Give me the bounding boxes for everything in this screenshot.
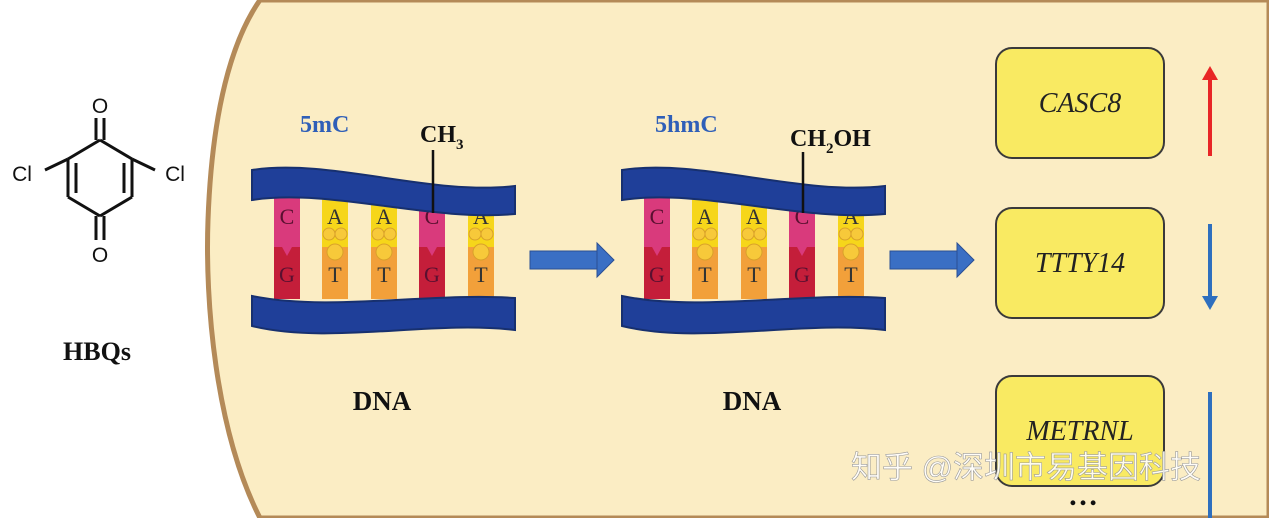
hbond-dot: [838, 227, 852, 241]
cg-junction: [646, 236, 668, 256]
hbond-dot: [692, 227, 706, 241]
base-label-top: A: [746, 204, 762, 229]
gene-box: [995, 375, 1165, 487]
watermark: 知乎 @深圳市易基因科技: [851, 450, 1201, 485]
gene-name: CASC8: [1039, 88, 1121, 119]
up-arrow-icon: [1202, 66, 1218, 156]
hbond-dot: [753, 227, 767, 241]
hbond-dot: [696, 243, 714, 261]
base-pair: CG: [789, 195, 815, 299]
hbond-dot: [326, 243, 344, 261]
base-label-bottom: T: [844, 262, 858, 287]
base-label-bottom: T: [328, 262, 342, 287]
base-label-top: A: [376, 204, 392, 229]
gene-box: [995, 207, 1165, 319]
ellipsis: …: [1068, 479, 1098, 512]
hbond-dot: [334, 227, 348, 241]
dna-caption-left: DNA: [353, 386, 412, 416]
dna-strand-bottom: [251, 294, 516, 335]
dna-strand-top: [621, 166, 886, 217]
base-label-bottom: T: [474, 262, 488, 287]
base-label-bottom: G: [794, 262, 810, 287]
down-arrow-icon: [1202, 224, 1218, 310]
base-pair: AT: [322, 195, 348, 299]
hbond-dot: [472, 243, 490, 261]
base-label-top: A: [327, 204, 343, 229]
cg-junction: [276, 236, 298, 256]
base-pair: AT: [741, 195, 767, 299]
base-pair: AT: [371, 195, 397, 299]
mark-label-5mc: 5mC: [300, 112, 349, 138]
base-label-bottom: T: [747, 262, 761, 287]
hbond-dot: [375, 243, 393, 261]
hbond-dot: [741, 227, 755, 241]
dna-strand-top: [251, 166, 516, 217]
process-arrow-2: [889, 241, 975, 279]
gene-name: METRNL: [1025, 416, 1133, 447]
base-label-bottom: G: [279, 262, 295, 287]
cg-junction: [791, 236, 813, 256]
chlorine-right: Cl: [165, 163, 185, 186]
oxygen-bottom: O: [92, 244, 108, 267]
hydroxymethyl-group-label: CH2OH: [790, 126, 871, 157]
gene-box: [995, 47, 1165, 159]
gene-row: METRNL: [995, 375, 1212, 518]
hbond-dot: [850, 227, 864, 241]
hbond-dot: [468, 227, 482, 241]
base-label-bottom: T: [377, 262, 391, 287]
mark-label-5hmc: 5hmC: [655, 112, 718, 138]
hbond-dot: [322, 227, 336, 241]
chlorine-left: Cl: [12, 163, 32, 186]
base-label-top: A: [697, 204, 713, 229]
base-label-top: C: [280, 204, 295, 229]
hbq-structure: [44, 118, 156, 240]
base-pair: CG: [644, 195, 670, 299]
compound-name: HBQs: [63, 337, 131, 366]
hbond-dot: [842, 243, 860, 261]
methyl-group-label: CH3: [420, 122, 464, 153]
gene-row: TTTY14: [995, 207, 1218, 319]
hbond-dot: [480, 227, 494, 241]
oxygen-top: O: [92, 95, 108, 118]
base-pair: CG: [419, 195, 445, 299]
hbond-dot: [704, 227, 718, 241]
hbond-dot: [371, 227, 385, 241]
process-arrow-1: [529, 241, 615, 279]
dna-strand-bottom: [621, 294, 886, 335]
hbond-dot: [745, 243, 763, 261]
base-label-top: C: [650, 204, 665, 229]
base-pair: CG: [274, 195, 300, 299]
base-label-bottom: G: [424, 262, 440, 287]
dna-caption-right: DNA: [723, 386, 782, 416]
gene-row: CASC8: [995, 47, 1218, 159]
hbond-dot: [383, 227, 397, 241]
base-label-bottom: G: [649, 262, 665, 287]
base-label-bottom: T: [698, 262, 712, 287]
gene-name: TTTY14: [1035, 248, 1125, 279]
base-pair: AT: [692, 195, 718, 299]
cg-junction: [421, 236, 443, 256]
